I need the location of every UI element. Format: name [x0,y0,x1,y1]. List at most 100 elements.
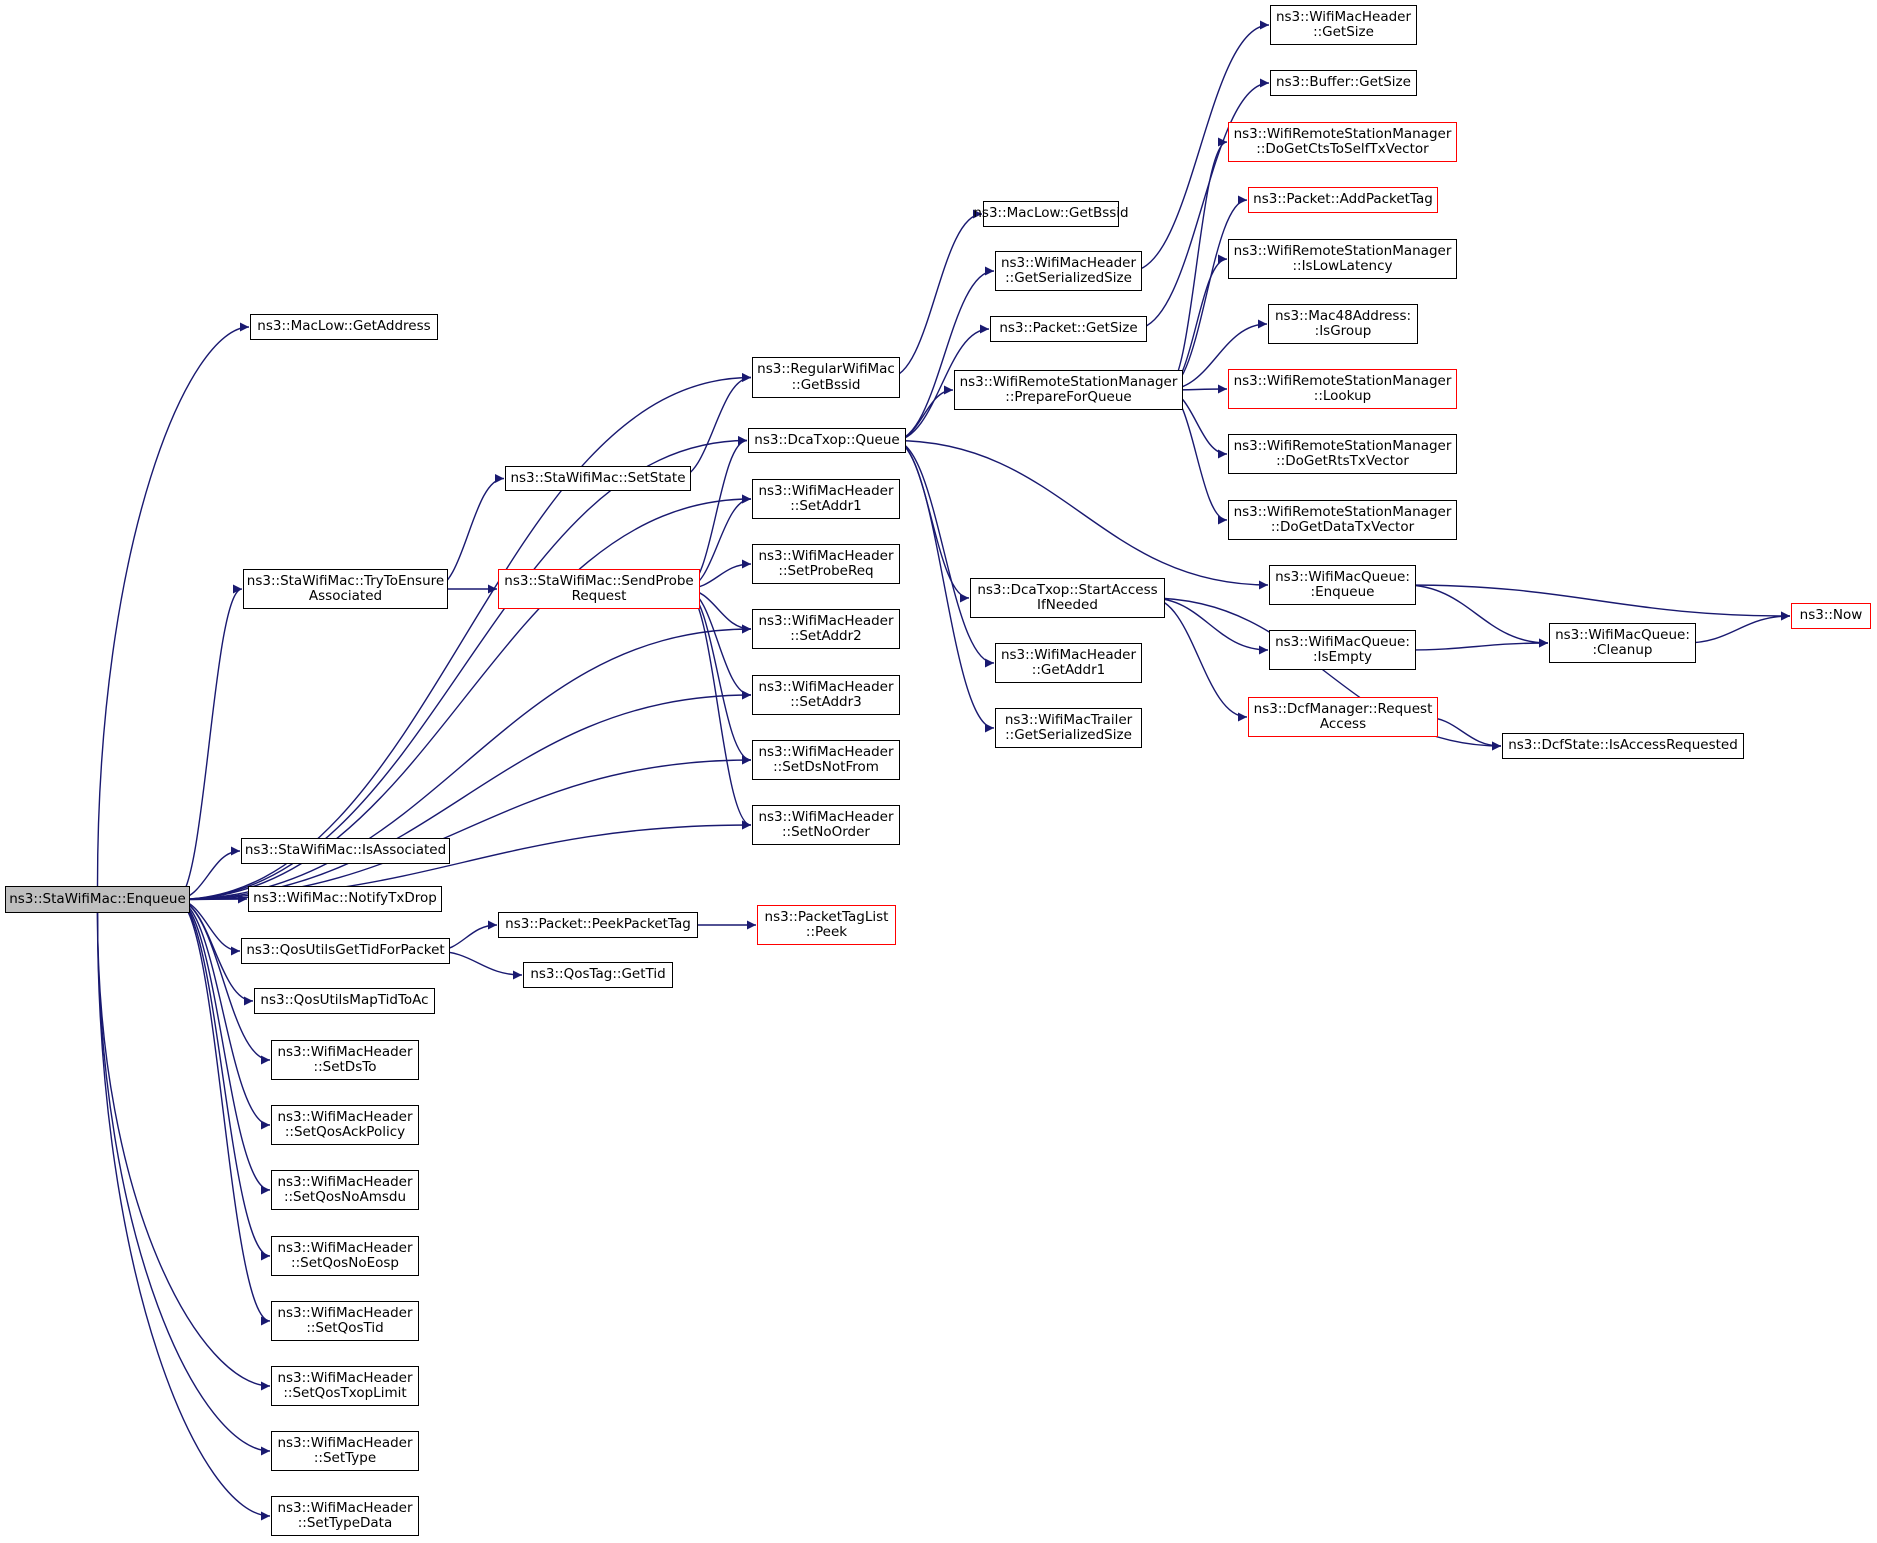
node-setprobereq[interactable]: ns3::WifiMacHeader::SetProbeReq [752,544,900,584]
node-enqueue[interactable]: ns3::StaWifiMac::Enqueue [5,886,190,913]
node-regbssid[interactable]: ns3::RegularWifiMac::GetBssid [752,357,900,398]
node-setqosnoeosp[interactable]: ns3::WifiMacHeader::SetQosNoEosp [271,1236,419,1276]
node-label-line: ::DoGetDataTxVector [1270,519,1415,535]
node-setaddr2[interactable]: ns3::WifiMacHeader::SetAddr2 [752,609,900,649]
node-label-line: ns3::WifiMacHeader [277,1108,413,1125]
node-label-line: ns3::WifiMacHeader [277,1239,413,1256]
node-setqosnoamsdu[interactable]: ns3::WifiMacHeader::SetQosNoAmsdu [271,1170,419,1210]
node-maclowbssid[interactable]: ns3::MacLow::GetBssid [973,201,1129,227]
node-setqosack[interactable]: ns3::WifiMacHeader::SetQosAckPolicy [271,1105,419,1145]
node-setstate[interactable]: ns3::StaWifiMac::SetState [505,466,691,491]
edge-dcaqueue-to-serialsize [894,266,995,442]
node-label-line: ns3::Packet::GetSize [999,320,1138,337]
edge-dcaqueue-to-getaddr1 [894,439,995,668]
edge-setstate-to-regbssid [676,373,752,480]
node-setqostxop[interactable]: ns3::WifiMacHeader::SetQosTxopLimit [271,1366,419,1406]
edge-enqueue-to-setaddr3 [176,690,752,901]
edge-macqcleanup-to-now [1684,611,1791,644]
node-setaddr1[interactable]: ns3::WifiMacHeader::SetAddr1 [752,479,900,519]
edge-enqueue-to-regbssid [176,373,752,901]
node-isassociated[interactable]: ns3::StaWifiMac::IsAssociated [241,838,450,864]
node-label-line: ns3::WifiRemoteStationManager [959,373,1178,390]
node-label-line: ::GetSerializedSize [1005,270,1132,286]
node-packetgetsize[interactable]: ns3::Packet::GetSize [990,316,1147,342]
node-label-line: :IsEmpty [1312,649,1373,665]
node-trailersize[interactable]: ns3::WifiMacTrailer::GetSerializedSize [995,708,1142,748]
node-dorts[interactable]: ns3::WifiRemoteStationManager::DoGetRtsT… [1228,434,1457,474]
node-label-line: ns3::WifiMacQueue: [1275,633,1410,650]
node-setnoorder[interactable]: ns3::WifiMacHeader::SetNoOrder [752,805,900,845]
node-notifytxdrop[interactable]: ns3::WifiMac::NotifyTxDrop [248,886,442,912]
node-label-line: ::SetTypeData [297,1515,393,1531]
node-label-line: ns3::WifiRemoteStationManager [1233,503,1452,520]
node-label-line: ns3::WifiMacHeader [758,678,894,695]
node-label-line: ::SetQosAckPolicy [284,1124,406,1140]
node-serialsize[interactable]: ns3::WifiMacHeader::GetSerializedSize [995,251,1142,291]
node-label-line: Request [571,588,627,604]
node-label-line: Associated [308,588,383,604]
node-setdsnotfrom[interactable]: ns3::WifiMacHeader::SetDsNotFrom [752,740,900,780]
node-label-line: ns3::PacketTagList [764,908,889,925]
edge-startaccess-to-macqisempty [1150,597,1269,655]
edge-dcaqueue-to-startaccess [894,439,970,603]
edge-dcaqueue-to-macqenqueue [894,439,1269,590]
edge-prepareforqueue-to-addpackettag [1165,195,1248,391]
node-getaddress[interactable]: ns3::MacLow::GetAddress [250,314,438,340]
node-setaddr3[interactable]: ns3::WifiMacHeader::SetAddr3 [752,675,900,715]
node-islowlatency[interactable]: ns3::WifiRemoteStationManager::IsLowLate… [1228,239,1457,279]
node-macqcleanup[interactable]: ns3::WifiMacQueue::Cleanup [1549,623,1696,663]
edge-packetgetsize-to-buffergetsize [1135,78,1270,330]
edge-enqueue-to-trytoensure [175,584,243,901]
node-label-line: ::GetAddr1 [1031,662,1106,678]
node-isaccessreq[interactable]: ns3::DcfState::IsAccessRequested [1502,733,1744,759]
node-now[interactable]: ns3::Now [1791,603,1871,629]
node-label-line: ns3::WifiMacHeader [277,1043,413,1060]
node-label-line: ns3::DcfManager::Request [1253,700,1433,717]
node-getaddr1[interactable]: ns3::WifiMacHeader::GetAddr1 [995,643,1142,683]
node-prepareforqueue[interactable]: ns3::WifiRemoteStationManager::PrepareFo… [954,370,1183,410]
node-macqisempty[interactable]: ns3::WifiMacQueue::IsEmpty [1269,630,1416,670]
node-label-line: ns3::WifiMacHeader [758,547,894,564]
node-macqenqueue[interactable]: ns3::WifiMacQueue::Enqueue [1269,565,1416,605]
node-packettaglistpeek[interactable]: ns3::PacketTagList::Peek [757,905,896,945]
node-dodata[interactable]: ns3::WifiRemoteStationManager::DoGetData… [1228,500,1457,540]
node-label-line: ns3::StaWifiMac::SetState [510,469,686,486]
node-label-line: ns3::WifiMacQueue: [1275,568,1410,585]
node-qosmaptid[interactable]: ns3::QosUtilsMapTidToAc [254,988,435,1014]
node-label-line: ns3::MacLow::GetAddress [257,318,431,335]
node-settype[interactable]: ns3::WifiMacHeader::SetType [271,1431,419,1471]
edge-dcaqueue-to-packetgetsize [894,324,990,442]
edge-dcaqueue-to-trailersize [894,439,995,733]
node-label-line: ns3::WifiMacTrailer [1004,711,1133,728]
node-label-line: ::DoGetCtsToSelfTxVector [1256,141,1429,157]
node-hdrgetsize[interactable]: ns3::WifiMacHeader::GetSize [1270,5,1417,45]
edge-macqisempty-to-macqcleanup [1404,638,1549,651]
node-docts[interactable]: ns3::WifiRemoteStationManager::DoGetCtsT… [1228,122,1457,162]
node-qostaggettid[interactable]: ns3::QosTag::GetTid [523,962,673,988]
node-label-line: ns3::Mac48Address: [1274,307,1412,324]
node-setdsto[interactable]: ns3::WifiMacHeader::SetDsTo [271,1040,419,1080]
node-label-line: ::SetAddr2 [790,628,862,644]
node-buffergetsize[interactable]: ns3::Buffer::GetSize [1270,70,1417,96]
node-peekpackettag[interactable]: ns3::Packet::PeekPacketTag [498,912,698,938]
node-qosgettid[interactable]: ns3::QosUtilsGetTidForPacket [241,938,450,964]
node-label-line: ns3::QosTag::GetTid [530,966,666,983]
edge-enqueue-to-setdsto [176,898,271,1065]
node-label-line: ns3::WifiMacQueue: [1555,626,1690,643]
node-label-line: ns3::WifiMacHeader [277,1434,413,1451]
node-lookup[interactable]: ns3::WifiRemoteStationManager::Lookup [1228,369,1457,409]
node-settypedata[interactable]: ns3::WifiMacHeader::SetTypeData [271,1496,419,1536]
node-label-line: ::SetProbeReq [778,563,874,579]
node-addpackettag[interactable]: ns3::Packet::AddPacketTag [1248,187,1438,213]
node-label-line: ::GetBssid [791,376,861,393]
node-dcaqueue[interactable]: ns3::DcaTxop::Queue [748,428,906,453]
node-isgroup[interactable]: ns3::Mac48Address::IsGroup [1268,304,1418,344]
node-setqostid[interactable]: ns3::WifiMacHeader::SetQosTid [271,1301,419,1341]
edge-macqenqueue-to-now [1404,584,1791,621]
node-label-line: ns3::QosUtilsGetTidForPacket [246,942,445,959]
